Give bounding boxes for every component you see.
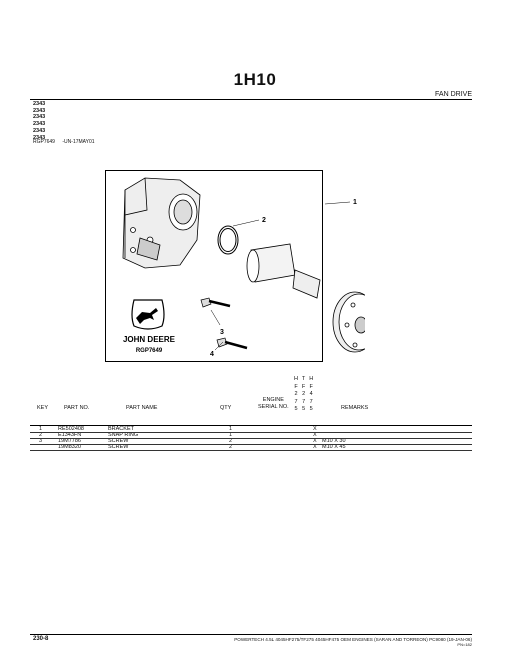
footer-code: PN=182 xyxy=(457,642,472,647)
code-list: 2343 2343 2343 2343 2343 2343 xyxy=(33,101,45,141)
row-part-no: E1343FN xyxy=(58,432,82,438)
col-part-no: PART NO. xyxy=(64,405,90,411)
engine-serial-header: ENGINE SERIAL NO. xyxy=(258,397,289,411)
row-divider xyxy=(30,450,472,451)
footer-divider xyxy=(30,634,472,635)
engine-col-char: 5 xyxy=(309,406,313,413)
table-header-divider xyxy=(30,425,472,426)
col-remarks: REMARKS xyxy=(341,405,369,411)
code-item: 2343 xyxy=(33,121,46,128)
code-item: 2343 xyxy=(33,114,46,121)
engine-col-char: 7 xyxy=(294,398,298,405)
row-mark: X xyxy=(313,444,317,450)
engine-col-char: 5 xyxy=(294,406,298,413)
john-deere-logo: JOHN DEERE RGP7649 xyxy=(114,298,184,358)
engine-col-char: T xyxy=(301,376,306,382)
row-part-no: RE502408 xyxy=(58,426,84,432)
engine-label: ENGINE xyxy=(262,397,284,403)
page-title: 1H10 xyxy=(233,70,277,89)
code-item: 2343 xyxy=(33,107,46,114)
row-part-name: SCREW xyxy=(108,444,129,450)
code-item: 2343 xyxy=(33,101,46,107)
engine-col-char: 5 xyxy=(302,406,306,413)
row-divider xyxy=(30,444,472,445)
col-qty: QTY xyxy=(220,405,232,411)
bracket-icon xyxy=(122,177,201,269)
serial-no-label: SERIAL NO. xyxy=(258,404,289,410)
page-number: 230-8 xyxy=(33,636,49,642)
row-key: 3 xyxy=(39,438,43,444)
fan-drive-diagram: 1 2 3 4 xyxy=(122,177,365,358)
screw-icon xyxy=(200,297,248,350)
ref-id: RGP7649 xyxy=(33,139,55,145)
logo-brand: JOHN DEERE xyxy=(123,335,176,344)
col-key: KEY xyxy=(37,405,49,411)
logo-code: RGP7649 xyxy=(136,348,163,354)
row-part-name: SNAP RING xyxy=(108,432,139,438)
row-divider xyxy=(30,432,472,433)
engine-col-char: 4 xyxy=(309,391,313,398)
row-part-no: 19M8320 xyxy=(58,444,81,450)
illustration-reference: RGP7649 -UN-17MAY01 xyxy=(33,139,95,145)
row-qty: 2 xyxy=(229,444,233,450)
code-item: 2343 xyxy=(33,127,46,134)
row-qty: 1 xyxy=(229,432,233,438)
hub-icon xyxy=(332,291,365,353)
engine-col-char: 7 xyxy=(309,398,313,405)
callout-4: 4 xyxy=(210,351,214,358)
engine-col-char: 7 xyxy=(302,398,306,405)
section-name: FAN DRIVE xyxy=(435,91,472,98)
callout-2: 2 xyxy=(262,217,266,224)
snap-ring-icon xyxy=(217,225,239,255)
engine-col-char: 2 xyxy=(294,391,298,398)
col-part-name: PART NAME xyxy=(126,405,158,411)
engine-col-char: F xyxy=(294,383,298,390)
row-key: 2 xyxy=(39,432,43,438)
engine-col-char: 2 xyxy=(302,391,306,398)
callout-3: 3 xyxy=(220,329,224,336)
row-key: 1 xyxy=(39,426,43,432)
leader-lines xyxy=(210,201,351,351)
engine-col-char: H xyxy=(294,376,298,382)
engine-col-char: H xyxy=(309,376,314,382)
row-mark: X xyxy=(313,438,317,444)
engine-col-char: F xyxy=(301,383,306,390)
row-mark: X xyxy=(313,432,317,438)
engine-col-char: F xyxy=(309,383,313,390)
parts-table-body: 1 RE502408 BRACKET 1 X 2 E1343FN SNAP RI… xyxy=(0,426,510,456)
callout-1: 1 xyxy=(353,199,357,206)
header-divider xyxy=(30,99,472,100)
footer-text: POWERTECH 4.5L 4045HF275/TF275 4045HF475… xyxy=(234,637,472,642)
row-divider xyxy=(30,438,472,439)
row-remarks: M10 X 30 xyxy=(322,438,346,444)
row-mark: X xyxy=(313,426,317,432)
row-part-no: 19M7786 xyxy=(58,438,81,444)
row-remarks: M10 X 45 xyxy=(322,444,346,450)
ref-date: -UN-17MAY01 xyxy=(62,139,95,145)
row-qty: 2 xyxy=(229,438,233,444)
row-part-name: BRACKET xyxy=(108,426,134,432)
code-item: 2343 xyxy=(33,134,46,141)
shaft-icon xyxy=(246,243,321,299)
row-part-name: SCREW xyxy=(108,438,129,444)
row-qty: 1 xyxy=(229,426,233,432)
